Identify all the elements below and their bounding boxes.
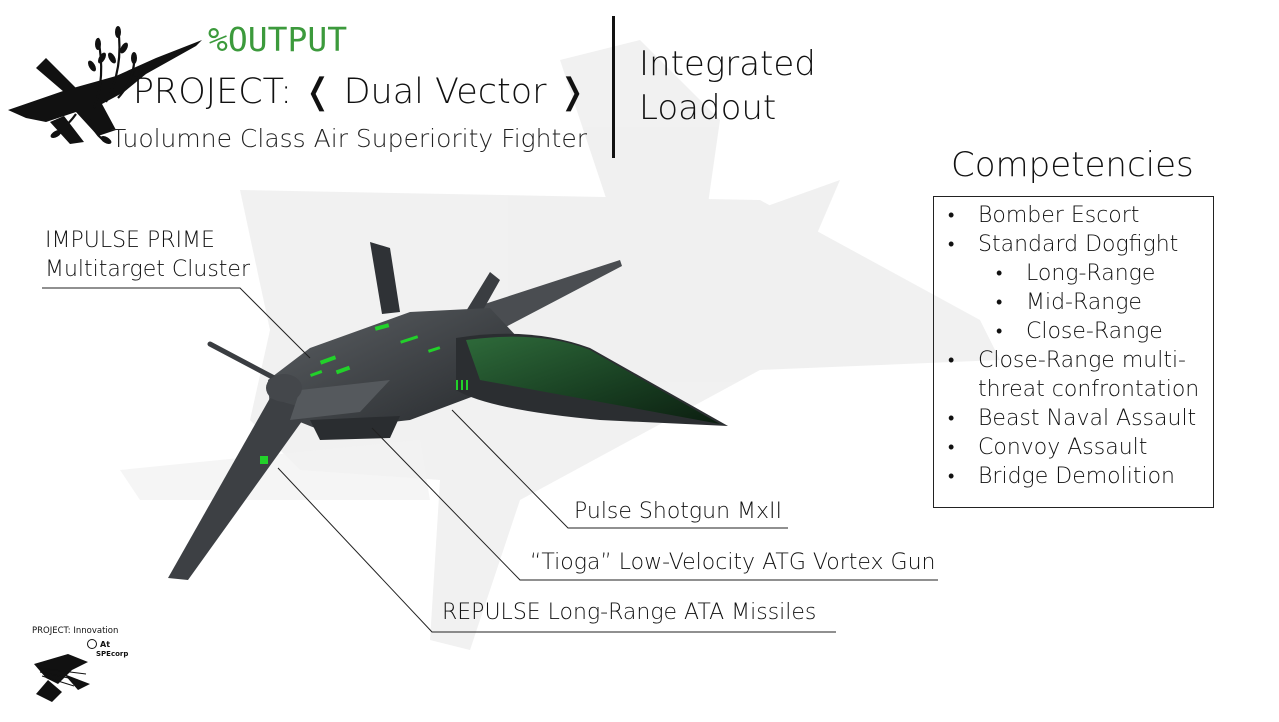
output-tag: %OUTPUT: [208, 20, 348, 59]
footer-logo-line2: At: [100, 640, 111, 649]
footer-logo-circle: [87, 639, 97, 649]
bullet-icon: •: [996, 263, 1003, 284]
bullet-icon: •: [948, 350, 955, 371]
competency-subitem: • Long-Range: [934, 259, 1213, 288]
tioga-vortex-gun-label: “Tioga” Low-Velocity ATG Vortex Gun: [530, 550, 936, 575]
competency-text: Beast Naval Assault: [978, 406, 1197, 431]
competencies-list: • Bomber Escort • Standard Dogfight • Long-Ra…: [934, 201, 1213, 491]
competency-text: Mid-Range: [1026, 290, 1142, 315]
integrated-loadout-title: Integrated Loadout: [639, 42, 816, 130]
competency-text: Close-Range multi-: [978, 348, 1186, 373]
bullet-icon: •: [996, 321, 1003, 342]
loadout-title-line2: Loadout: [639, 88, 777, 128]
fighter-jet-illustration: [168, 242, 728, 580]
competency-text: Bomber Escort: [978, 203, 1140, 228]
competency-text-continued: threat confrontation: [978, 377, 1200, 402]
pulse-shotgun-label: Pulse Shotgun MxII: [574, 499, 782, 524]
bullet-icon: •: [948, 234, 955, 255]
impulse-prime-line2: Multitarget Cluster: [45, 257, 250, 282]
header-divider: [612, 16, 615, 158]
competency-item: • Bomber Escort: [934, 201, 1213, 230]
competency-subitem: • Close-Range: [934, 317, 1213, 346]
footer-logo-line1: PROJECT: Innovation: [32, 626, 119, 636]
competency-item: • Standard Dogfight: [934, 230, 1213, 259]
competencies-title: Competencies: [951, 145, 1194, 185]
competency-text: Standard Dogfight: [978, 232, 1179, 257]
competency-subitem: • Mid-Range: [934, 288, 1213, 317]
competency-item: • Close-Range multi-threat confrontation: [934, 346, 1213, 404]
bullet-icon: •: [948, 466, 955, 487]
bullet-icon: •: [948, 205, 955, 226]
project-subtitle: Tuolumne Class Air Superiority Fighter: [111, 124, 587, 153]
competency-text: Convoy Assault: [978, 435, 1148, 460]
repulse-missiles-label: REPULSE Long-Range ATA Missiles: [442, 600, 817, 625]
competency-item: • Convoy Assault: [934, 433, 1213, 462]
bullet-icon: •: [948, 408, 955, 429]
spe-corp-jet-logo-icon: PROJECT: Innovation At SPEcorp: [28, 624, 128, 706]
impulse-prime-label: IMPULSE PRIME Multitarget Cluster: [45, 226, 250, 284]
footer-logo-line3: SPEcorp: [96, 650, 129, 658]
competency-item: • Bridge Demolition: [934, 462, 1213, 491]
bullet-icon: •: [948, 437, 955, 458]
footer-jet-silhouette-icon: [34, 654, 90, 702]
project-title: PROJECT: ❬ Dual Vector ❭: [132, 72, 587, 112]
loadout-title-line1: Integrated: [639, 44, 816, 84]
bullet-icon: •: [996, 292, 1003, 313]
impulse-prime-line1: IMPULSE PRIME: [45, 228, 215, 253]
competency-text: Bridge Demolition: [978, 464, 1175, 489]
competency-text: Long-Range: [1026, 261, 1156, 286]
competency-text: Close-Range: [1026, 319, 1163, 344]
competencies-box: • Bomber Escort • Standard Dogfight • Long-Ra…: [933, 196, 1214, 508]
competency-item: • Beast Naval Assault: [934, 404, 1213, 433]
jet-silhouette-with-branches-icon: [8, 26, 202, 144]
